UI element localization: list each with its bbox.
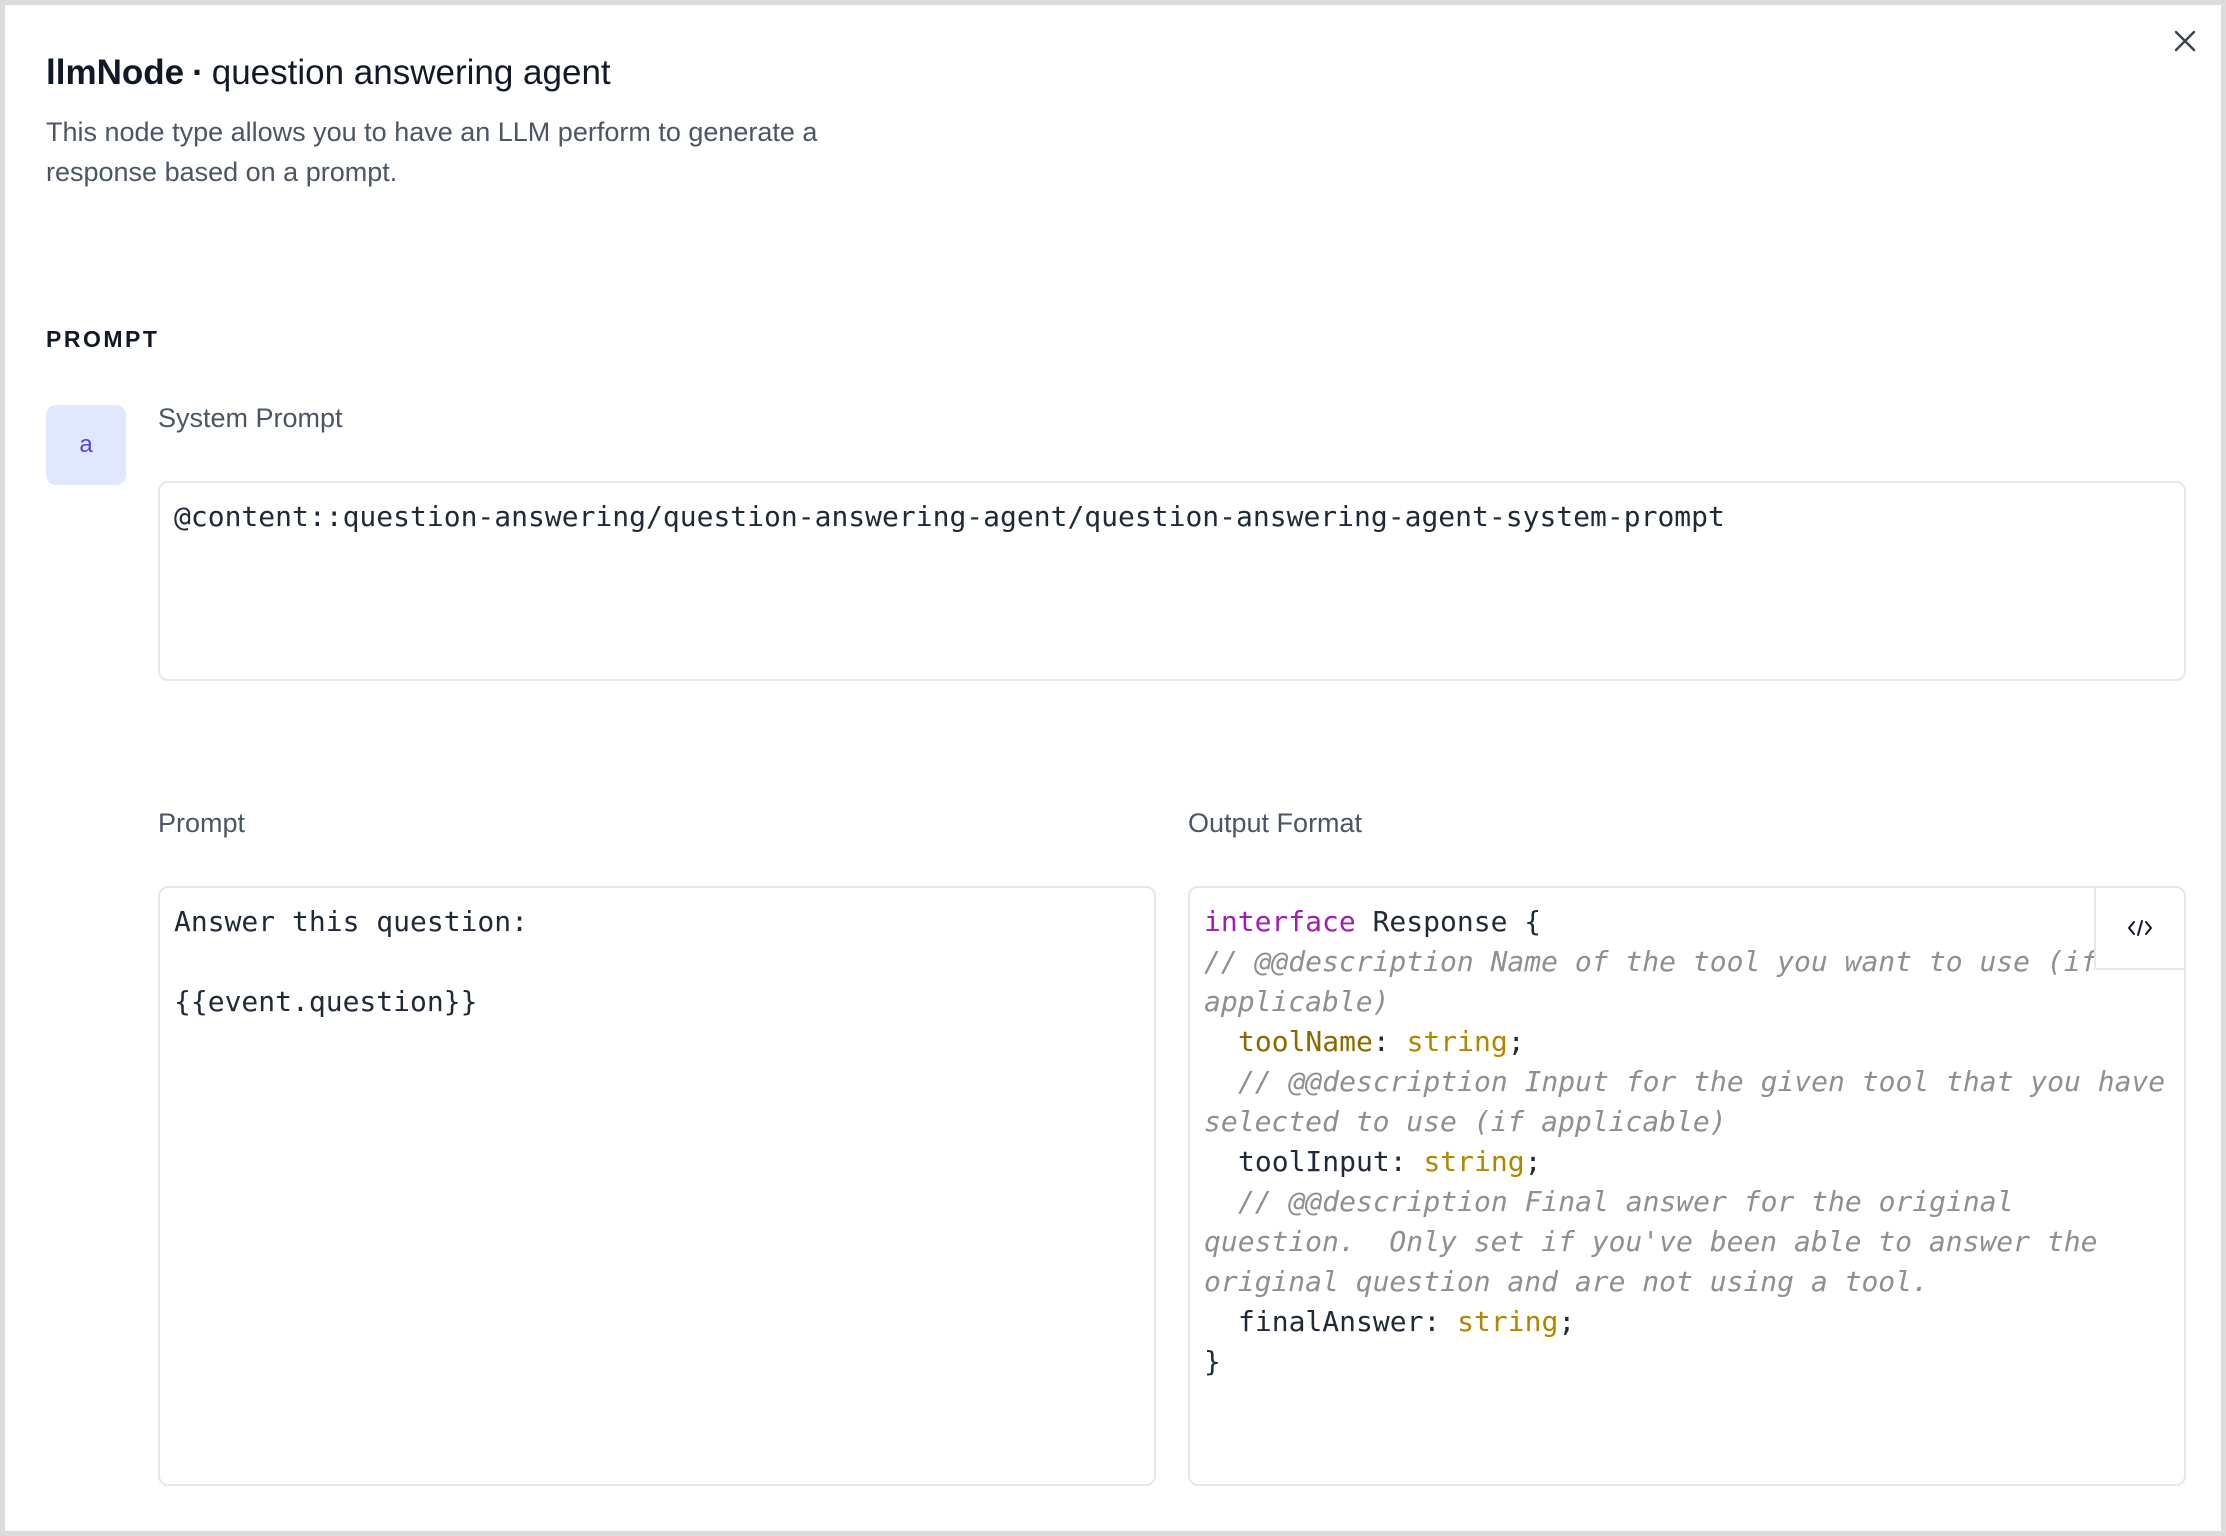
node-name: question answering agent [211,53,611,92]
code-line: toolInput: string; [1238,1145,1542,1178]
code-line: interface Response { [1204,902,2170,942]
code-type: string [1406,1025,1508,1058]
code-interface-name: Response [1372,905,1508,938]
close-icon [2174,30,2196,52]
system-prompt-label: System Prompt [158,403,343,433]
prompt-input[interactable]: Answer this question: {{event.question}} [158,886,1156,1486]
code-comment: ​// @@description Input for the given to… [1204,1062,2170,1142]
prompt-line: Answer this question: [174,905,529,938]
node-type: llmNode [46,53,185,92]
output-format-editor[interactable]: interface Response { ​// @@description N… [1188,886,2186,1486]
code-keyword: interface [1204,905,1356,938]
prompt-line: {{event.question}} [174,985,478,1018]
code-property: finalAnswer [1238,1305,1424,1338]
code-property: toolInput [1238,1145,1390,1178]
code-comment-text: // @@description Name of the tool you wa… [1204,945,2098,1018]
code-icon [2128,920,2152,936]
system-prompt-value: @content::question-answering/question-an… [174,500,1725,533]
code-line: finalAnswer: string; [1238,1305,1576,1338]
code-line: toolName: string; [1238,1025,1525,1058]
panel-header: llmNode·question answering agent This no… [46,48,1046,192]
code-type: string [1423,1145,1525,1178]
code-property: toolName [1238,1025,1373,1058]
page-title: llmNode·question answering agent [46,48,1046,98]
code-comment-text: // @@description Final answer for the or… [1204,1185,2115,1298]
code-type: string [1457,1305,1559,1338]
prompt-label: Prompt [158,808,246,838]
code-comment: ​// @@description Final answer for the o… [1204,1182,2170,1302]
prompt-line [174,942,1140,982]
title-separator: · [192,53,204,92]
output-format-label: Output Format [1188,808,1363,838]
code-brace: { [1507,905,1542,938]
code-brace: } [1204,1345,1221,1378]
code-comment: ​// @@description Name of the tool you w… [1204,942,2170,1022]
code-comment-text: // @@description Input for the given too… [1204,1065,2183,1138]
system-prompt-input[interactable]: @content::question-answering/question-an… [158,481,2186,681]
avatar: a [46,405,126,485]
node-description: This node type allows you to have an LLM… [46,117,818,187]
close-button[interactable] [2168,24,2202,58]
code-view-toggle-button[interactable] [2094,888,2184,970]
section-heading-prompt: PROMPT [46,326,160,352]
